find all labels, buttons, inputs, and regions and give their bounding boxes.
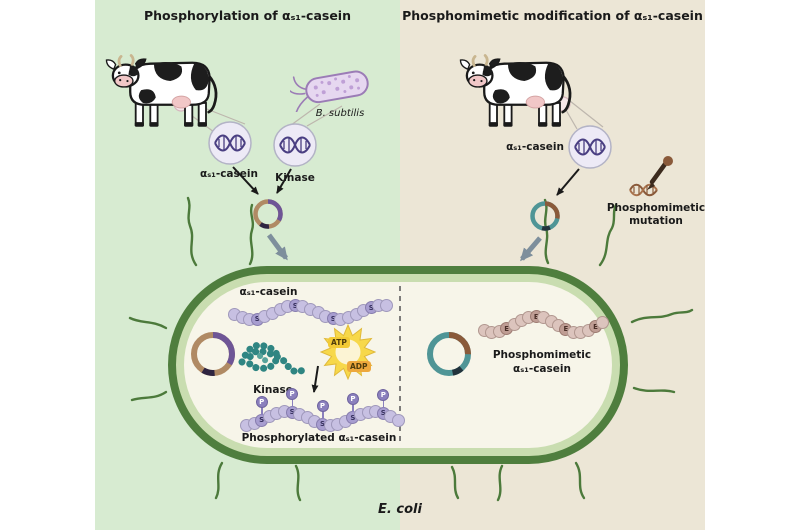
bead [392, 413, 405, 427]
phosphomimetic-mutation-label: Phosphomimetic mutation [600, 202, 712, 228]
cell-casein-label: αₛ₁-casein [239, 286, 298, 298]
bead [380, 299, 393, 313]
plasmid-icon [427, 332, 471, 376]
phosphomimetic-label-line1: Phosphomimetic [492, 349, 592, 361]
casein-gene-icon [568, 125, 612, 169]
plasmid-icon [191, 332, 235, 376]
plasmid-icon [253, 199, 283, 229]
phosphate-stick [382, 399, 385, 408]
kinase-protein-icon [238, 341, 308, 375]
bsubtilis-label: B. subtilis [315, 108, 365, 119]
mutation-label-line2: mutation [629, 215, 683, 227]
phosphate-stick [291, 398, 294, 407]
mutagenesis-pen-icon [629, 156, 673, 197]
left-panel-title: Phosphorylation of αₛ₁-casein [144, 8, 351, 23]
casein-gene-label: αₛ₁-casein [200, 168, 258, 180]
phosphate-stick [261, 406, 263, 415]
phosphate-group: P [255, 395, 268, 408]
plasmid-icon [530, 201, 560, 231]
bsubtilis-bacterium-icon [290, 70, 369, 112]
phosphorylated-casein-label: Phosphorylated αₛ₁-casein [241, 432, 397, 444]
phosphomimetic-chain: EEEE [478, 310, 610, 339]
phosphate-stick [322, 410, 324, 419]
phosphate-group: P [286, 387, 299, 400]
atp-label: ATP [328, 337, 350, 348]
phosphomimetic-label-line2: αₛ₁-casein [513, 363, 571, 375]
phosphate-group: P [346, 393, 359, 406]
casein-gene-icon [208, 121, 252, 165]
bead [596, 315, 610, 329]
ecoli-label: E. coli [378, 502, 422, 517]
phosphate-group: P [377, 388, 390, 401]
casein-gene-label: αₛ₁-casein [506, 141, 564, 153]
cell-kinase-label: Kinase [253, 384, 293, 396]
cow-icon [105, 54, 218, 127]
right-panel-title: Phosphomimetic modification of αₛ₁-casei… [402, 8, 703, 23]
phosphomimetic-casein-label: Phosphomimetic αₛ₁-casein [472, 348, 612, 376]
mutation-label-line1: Phosphomimetic [606, 202, 706, 214]
kinase-gene-icon [273, 123, 317, 167]
phosphate-stick [352, 404, 354, 413]
adp-label: ADP [347, 361, 371, 372]
kinase-gene-label: Kinase [275, 172, 315, 184]
cow-icon [459, 54, 572, 127]
phosphate-group: P [316, 399, 329, 412]
